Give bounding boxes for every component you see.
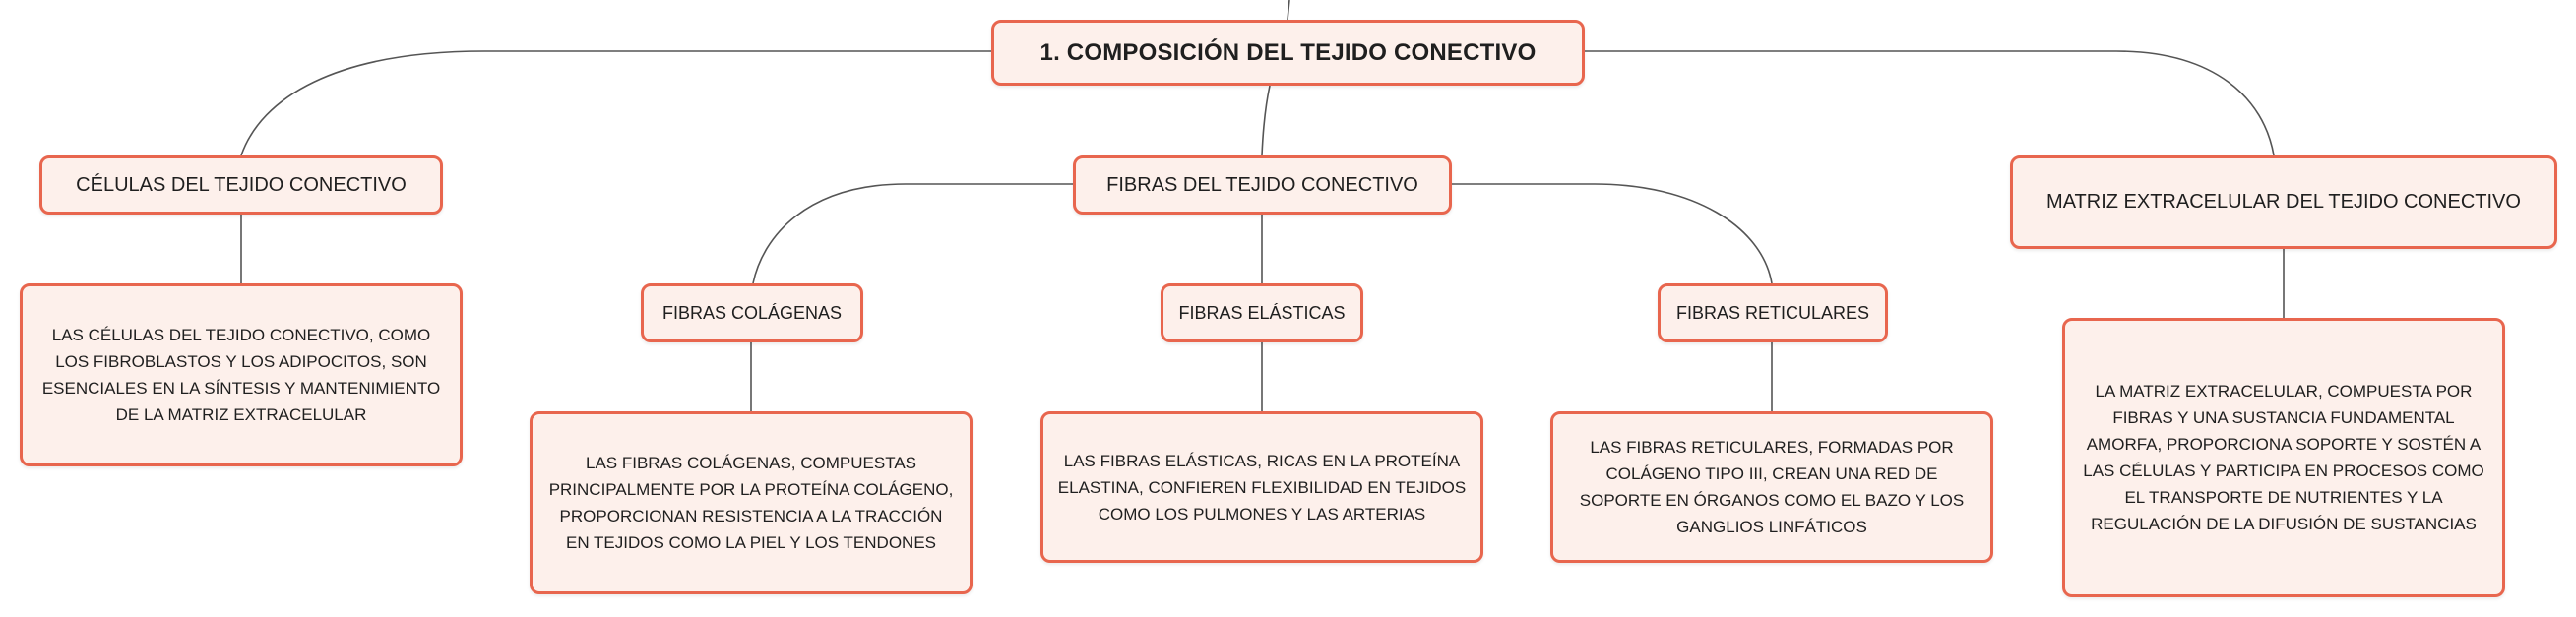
subtopic-elastic-title: FIBRAS ELÁSTICAS bbox=[1178, 302, 1346, 323]
matrix-description[interactable]: LA MATRIZ EXTRACELULAR, COMPUESTA POR FI… bbox=[2062, 318, 2505, 597]
topic-matrix-title: MATRIZ EXTRACELULAR DEL TEJIDO CONECTIVO bbox=[2046, 191, 2521, 213]
reticular-description[interactable]: LAS FIBRAS RETICULARES, FORMADAS POR COL… bbox=[1550, 411, 1993, 563]
connector-root-fibers bbox=[1261, 85, 1271, 156]
elastic-description[interactable]: LAS FIBRAS ELÁSTICAS, RICAS EN LA PROTEÍ… bbox=[1040, 411, 1483, 563]
subtopic-collagen-title: FIBRAS COLÁGENAS bbox=[661, 302, 843, 323]
cells-description-text: LAS CÉLULAS DEL TEJIDO CONECTIVO, COMO L… bbox=[41, 326, 441, 424]
cells-description[interactable]: LAS CÉLULAS DEL TEJIDO CONECTIVO, COMO L… bbox=[20, 283, 463, 466]
root-topic-title: 1. COMPOSICIÓN DEL TEJIDO CONECTIVO bbox=[1039, 38, 1537, 66]
connector-root-cells bbox=[240, 50, 991, 156]
subtopic-collagen[interactable]: FIBRAS COLÁGENAS bbox=[641, 283, 863, 342]
topic-fibers-title: FIBRAS DEL TEJIDO CONECTIVO bbox=[1106, 173, 1418, 196]
connector-root-matrix bbox=[1585, 50, 2275, 156]
subtopic-elastic[interactable]: FIBRAS ELÁSTICAS bbox=[1161, 283, 1363, 342]
root-topic[interactable]: 1. COMPOSICIÓN DEL TEJIDO CONECTIVO bbox=[991, 20, 1585, 86]
elastic-description-text: LAS FIBRAS ELÁSTICAS, RICAS EN LA PROTEÍ… bbox=[1057, 451, 1467, 524]
topic-cells-title: CÉLULAS DEL TEJIDO CONECTIVO bbox=[76, 173, 407, 196]
connector-fibers-collagen bbox=[752, 183, 1073, 284]
collagen-description[interactable]: LAS FIBRAS COLÁGENAS, COMPUESTAS PRINCIP… bbox=[530, 411, 973, 594]
collagen-description-text: LAS FIBRAS COLÁGENAS, COMPUESTAS PRINCIP… bbox=[548, 454, 954, 552]
reticular-description-text: LAS FIBRAS RETICULARES, FORMADAS POR COL… bbox=[1579, 438, 1965, 536]
topic-fibers[interactable]: FIBRAS DEL TEJIDO CONECTIVO bbox=[1073, 155, 1452, 215]
topic-cells[interactable]: CÉLULAS DEL TEJIDO CONECTIVO bbox=[39, 155, 443, 215]
topic-matrix[interactable]: MATRIZ EXTRACELULAR DEL TEJIDO CONECTIVO bbox=[2010, 155, 2557, 249]
matrix-description-text: LA MATRIZ EXTRACELULAR, COMPUESTA POR FI… bbox=[2083, 382, 2484, 533]
subtopic-reticular[interactable]: FIBRAS RETICULARES bbox=[1658, 283, 1888, 342]
connector-fibers-reticular bbox=[1452, 183, 1773, 284]
subtopic-reticular-title: FIBRAS RETICULARES bbox=[1675, 302, 1870, 323]
connector-parent-root bbox=[1287, 0, 1290, 21]
